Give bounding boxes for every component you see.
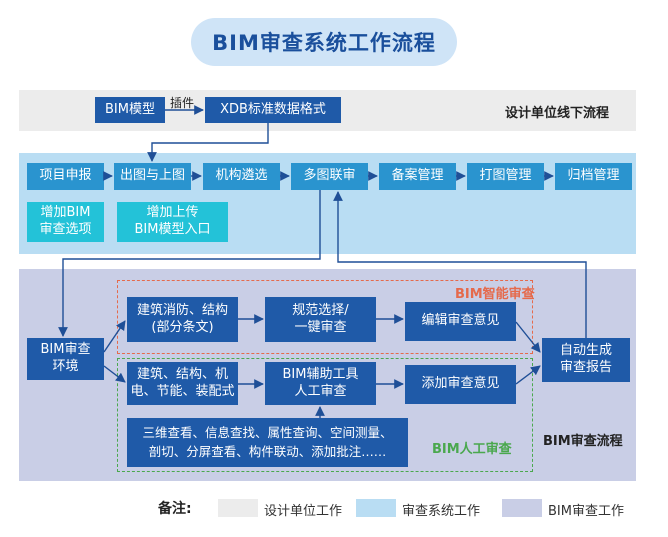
arrow-add-to-report [515,365,541,385]
bim-model-box: BIM模型 [95,97,165,123]
legend-swatch-bim [502,499,542,517]
legend-text-system: 审查系统工作 [402,504,481,519]
arrow-env-to-smart [103,320,126,353]
offline-label: 设计单位线下流程 [505,106,610,121]
bim-review-env-box: BIM审查 环境 [27,338,104,380]
legend-text-bim: BIM审查工作 [548,504,624,519]
manual-scope-box: 建筑、结构、机 电、节能、装配式 [127,362,238,405]
step-drawing-upload: 出图与上图 [114,163,191,190]
add-opinion-box: 添加审查意见 [405,365,516,404]
legend-swatch-system [356,499,396,517]
smart-review-label: BIM智能审查 [455,287,535,302]
manual-review-frame [117,358,533,472]
arrow-env-to-manual [103,365,126,383]
add-upload-entry-box: 增加上传 BIM模型入口 [117,202,228,242]
legend-text-design: 设计单位工作 [264,504,343,519]
bim-tool-box: BIM辅助工具 人工审查 [265,362,376,405]
bim-review-label: BIM审查流程 [543,434,623,449]
legend-swatch-design [218,499,258,517]
step-printing: 打图管理 [467,163,544,190]
edit-opinion-box: 编辑审查意见 [405,302,516,341]
smart-review-frame [117,280,533,354]
step-project-apply: 项目申报 [27,163,104,190]
step-agency-select: 机构遴选 [203,163,280,190]
manual-review-label: BIM人工审查 [432,442,512,457]
arrow-xdb-to-drawing [147,123,269,162]
step-joint-review: 多图联审 [291,163,368,190]
arrow-edit-to-report [515,321,541,353]
page-title: BIM审查系统工作流程 [191,18,457,66]
arrow-review-to-env [58,190,321,337]
add-bim-option-box: 增加BIM 审查选项 [27,202,104,242]
step-filing: 备案管理 [379,163,456,190]
legend-label: 备注: [158,501,192,517]
auto-report-box: 自动生成 审查报告 [542,338,630,382]
tools-list-box: 三维查看、信息查找、属性查询、空间测量、 剖切、分屏查看、构件联动、添加批注…… [127,418,408,467]
step-archive: 归档管理 [555,163,632,190]
xdb-format-box: XDB标准数据格式 [205,97,341,123]
rule-select-box: 规范选择/ 一键审查 [265,297,376,342]
arrow-report-to-review [333,191,587,338]
smart-scope-box: 建筑消防、结构 (部分条文) [127,297,238,342]
plugin-label: 插件 [170,96,195,110]
